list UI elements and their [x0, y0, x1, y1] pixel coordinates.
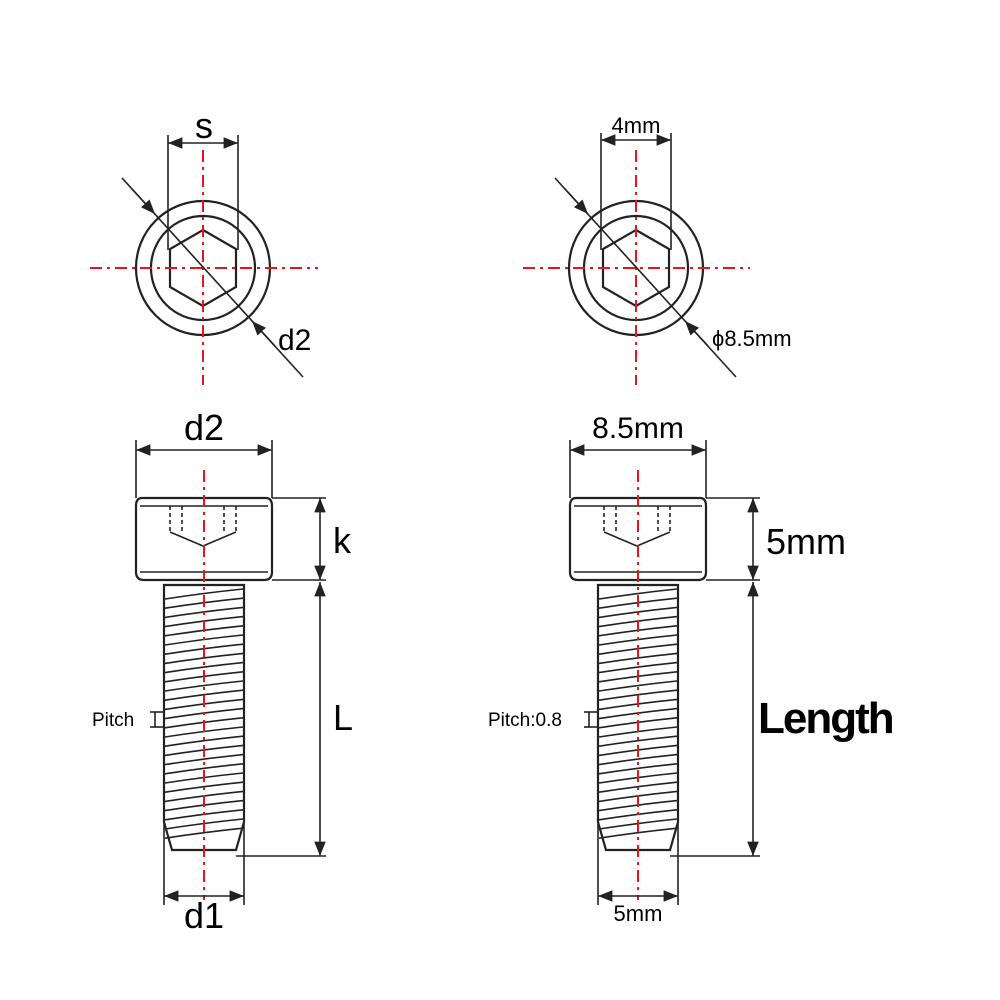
specific-head-height-label: 5mm — [766, 521, 846, 562]
generic-drawing: s d2 d2 k — [90, 105, 353, 936]
thread-line — [164, 781, 244, 793]
thread-line — [598, 689, 678, 701]
d2-arrow-upper — [131, 188, 156, 215]
thread-line — [164, 735, 244, 747]
thread-line — [164, 827, 244, 839]
screw-head — [134, 496, 274, 582]
specific-head-diameter-label: 8.5mm — [592, 412, 684, 445]
specific-top-diameter-label: ϕ8.5mm — [712, 326, 792, 351]
thread-line — [598, 781, 678, 793]
thread-line — [164, 680, 244, 692]
thread-line — [164, 661, 244, 674]
thread-line — [598, 735, 678, 747]
thread-line — [598, 661, 678, 674]
thread-line — [164, 588, 244, 600]
diameter-arrow-lower — [684, 320, 709, 347]
specific-top-view: 4mm ϕ8.5mm — [523, 113, 792, 385]
generic-l-label: L — [333, 697, 353, 738]
generic-top-d2-label: d2 — [278, 324, 311, 357]
generic-side-view: d2 k L Pitch d1 — [92, 407, 353, 936]
specific-drawing: 4mm ϕ8.5mm 8.5mm 5mm — [488, 113, 895, 926]
thread-line — [598, 606, 678, 619]
thread-line — [598, 763, 678, 775]
generic-pitch-label: Pitch — [92, 710, 134, 731]
specific-4mm-label: 4mm — [612, 113, 661, 138]
thread-line — [164, 689, 244, 701]
thread-line — [164, 652, 244, 665]
screw-head — [568, 496, 708, 582]
generic-d1-label: d1 — [184, 895, 224, 936]
thread-line — [164, 763, 244, 775]
generic-top-view: s d2 — [90, 105, 318, 385]
diameter-arrow-upper — [564, 188, 589, 215]
specific-thread-diameter-label: 5mm — [614, 901, 663, 926]
thread-line — [598, 680, 678, 692]
thread-line — [164, 753, 244, 766]
generic-head-d2-label: d2 — [184, 407, 224, 448]
thread-line — [598, 753, 678, 766]
thread-line — [598, 827, 678, 839]
thread-line — [164, 606, 244, 619]
generic-s-label: s — [195, 105, 213, 146]
thread-line — [598, 652, 678, 665]
d2-arrow-lower — [251, 320, 276, 347]
specific-pitch-label: Pitch:0.8 — [488, 710, 562, 731]
specific-length-label: Length — [758, 694, 893, 743]
thread-line — [598, 588, 678, 600]
specific-side-view: 8.5mm 5mm Length Pitch:0.8 5mm — [488, 412, 895, 926]
generic-k-label: k — [333, 520, 352, 561]
